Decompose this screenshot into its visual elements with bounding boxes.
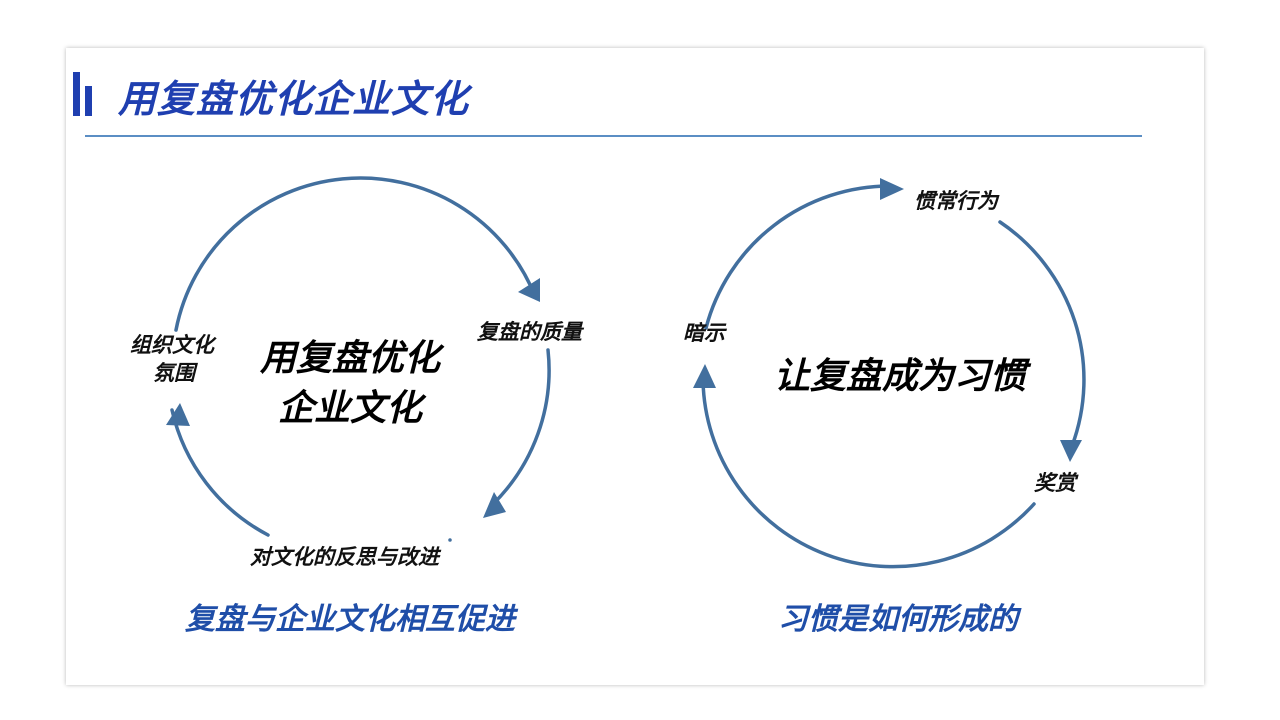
left-arrow-right-bottom	[483, 492, 506, 518]
left-center-line1: 用复盘优化	[259, 338, 440, 379]
node-routine: 惯常行为	[914, 189, 998, 213]
node-culture-reflection: 对文化的反思与改进	[250, 545, 439, 569]
left-arc-left	[170, 408, 270, 537]
slide-panel	[66, 48, 1204, 685]
left-arrow-left	[166, 403, 190, 426]
right-caption: 习惯是如何形成的	[778, 602, 1018, 637]
title-accent-bars	[73, 72, 97, 116]
title-divider	[85, 135, 1142, 137]
right-arc-top	[704, 184, 892, 330]
right-arrow-left	[693, 364, 716, 388]
node-review-quality: 复盘的质量	[477, 320, 582, 344]
left-center-title: 用复盘优化 企业文化	[250, 334, 450, 434]
left-center-line2: 企业文化	[277, 388, 422, 429]
right-center-title: 让复盘成为习惯	[773, 356, 1026, 397]
left-arc-right	[490, 348, 551, 507]
node-atmosphere: 氛围	[153, 361, 195, 385]
left-arc-top	[174, 176, 537, 332]
page-title: 用复盘优化企业文化	[118, 77, 470, 121]
right-arrow-top	[880, 178, 904, 200]
right-arc-bottom	[701, 378, 1036, 569]
right-arc-right	[998, 220, 1086, 448]
node-org-culture: 组织文化	[130, 333, 214, 357]
node-cue: 暗示	[683, 321, 725, 345]
node-reward: 奖赏	[1034, 471, 1076, 495]
left-arrow-right-top	[518, 278, 540, 302]
left-caption: 复盘与企业文化相互促进	[185, 602, 515, 637]
right-arrow-right	[1060, 440, 1082, 462]
